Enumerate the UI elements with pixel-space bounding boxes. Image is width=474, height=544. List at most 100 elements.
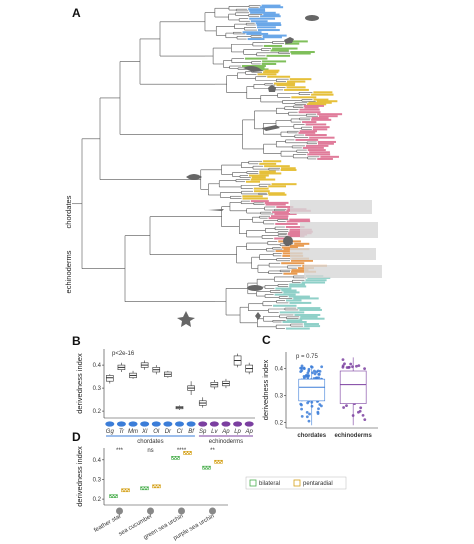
tree-tip-label — [303, 323, 319, 326]
tree-tip-label — [305, 144, 329, 147]
tree-tip-label — [283, 272, 298, 275]
x-tick-label: Ol — [153, 429, 160, 435]
tree-tip-label — [289, 218, 310, 221]
tree-tip-label — [313, 98, 329, 101]
data-point — [305, 415, 309, 419]
tree-tip-label — [303, 104, 324, 107]
tree-tip-label — [298, 131, 316, 134]
tree-tip-label — [286, 220, 311, 223]
species-icon — [140, 421, 150, 427]
data-point — [307, 419, 311, 423]
tree-tip-label — [253, 187, 269, 190]
tree-tip-label — [295, 138, 319, 141]
highlight-box — [300, 222, 378, 238]
tree-tip-label — [294, 313, 321, 316]
data-point — [140, 486, 143, 489]
data-point — [361, 413, 365, 417]
tree-tip-label — [257, 29, 280, 32]
data-point — [307, 367, 311, 371]
tree-tip-label — [262, 60, 287, 63]
tree-tip-label — [259, 162, 277, 165]
tree-tip-label — [287, 233, 308, 236]
tree-tip-label — [304, 325, 321, 328]
tree-tip-label — [289, 78, 312, 81]
tree-tip-label — [276, 205, 294, 208]
data-point — [308, 412, 311, 416]
tree-tip-label — [317, 113, 343, 116]
data-point — [363, 418, 367, 422]
tree-tip-label — [313, 91, 333, 94]
tree-tip-label — [305, 123, 327, 126]
tree-tip-label — [291, 96, 317, 99]
tree-tip-label — [302, 146, 324, 149]
data-point — [316, 410, 320, 414]
significance-label: *** — [116, 448, 124, 454]
tree-tip-label — [248, 8, 266, 11]
data-point — [115, 494, 118, 497]
tree-tip-label — [294, 242, 310, 245]
tree-tip-label — [250, 20, 268, 23]
tree-tip-label — [291, 52, 311, 55]
y-tick-label: 0.2 — [93, 497, 102, 503]
data-point — [355, 364, 358, 368]
tree-tip-label — [250, 178, 276, 181]
tree-tip-label — [263, 44, 283, 47]
tree-tip-label — [262, 36, 282, 39]
x-tick-label: Sp — [199, 429, 207, 435]
tree-tip-label — [267, 75, 291, 78]
tree-tip-label — [286, 86, 306, 89]
data-point — [157, 486, 159, 489]
starfish-icon — [177, 311, 195, 327]
x-tick-label: Tr — [119, 429, 125, 435]
data-point — [300, 414, 304, 418]
tree-tip-label — [263, 13, 280, 16]
lancelet-icon — [208, 209, 224, 211]
x-tick-label: Ap — [221, 429, 230, 435]
data-point — [317, 376, 321, 380]
data-point — [202, 465, 205, 468]
tree-tip-label — [259, 6, 284, 9]
tree-tip-label — [304, 106, 319, 109]
tree-tip-label — [272, 47, 298, 50]
data-point — [114, 496, 116, 498]
tree-tip-label — [270, 49, 289, 52]
highlight-box — [290, 200, 372, 214]
data-point — [302, 376, 306, 380]
y-tick-label: 0.3 — [275, 393, 284, 399]
tree-tip-label — [259, 170, 276, 173]
tree-tip-label — [281, 289, 297, 292]
tree-tip-label — [299, 317, 325, 320]
data-point — [174, 456, 177, 458]
y-tick-label: 0.2 — [93, 409, 102, 415]
tree-tip-label — [279, 311, 305, 314]
tree-tip-label — [254, 190, 270, 193]
tree-tip-label — [318, 115, 338, 118]
data-point — [216, 461, 218, 464]
tree-tip-label — [320, 155, 339, 158]
species-icon — [116, 507, 123, 515]
tree-tip-label — [257, 73, 277, 76]
tree-tip-label — [281, 167, 296, 170]
species-icon — [244, 421, 254, 427]
data-point — [124, 488, 127, 491]
data-point — [300, 366, 304, 370]
data-point — [111, 496, 113, 498]
p-value-annotation: p<2e-16 — [112, 351, 135, 357]
data-point — [318, 370, 322, 373]
data-point — [171, 456, 174, 458]
data-point — [315, 370, 319, 374]
clade-label-echinoderms: echinoderms — [64, 250, 73, 293]
tree-tip-label — [241, 65, 266, 68]
clade-label-chordates: chordates — [64, 195, 73, 228]
tree-tip-label — [246, 32, 269, 35]
species-icon — [163, 421, 173, 427]
tree-tip-label — [248, 174, 269, 177]
tree-tip-label — [274, 212, 297, 215]
tree-tip-label — [282, 321, 307, 324]
tree-tip-label — [281, 262, 305, 265]
data-point — [126, 490, 128, 492]
data-point — [177, 456, 180, 458]
tree-tip-label — [311, 117, 329, 120]
